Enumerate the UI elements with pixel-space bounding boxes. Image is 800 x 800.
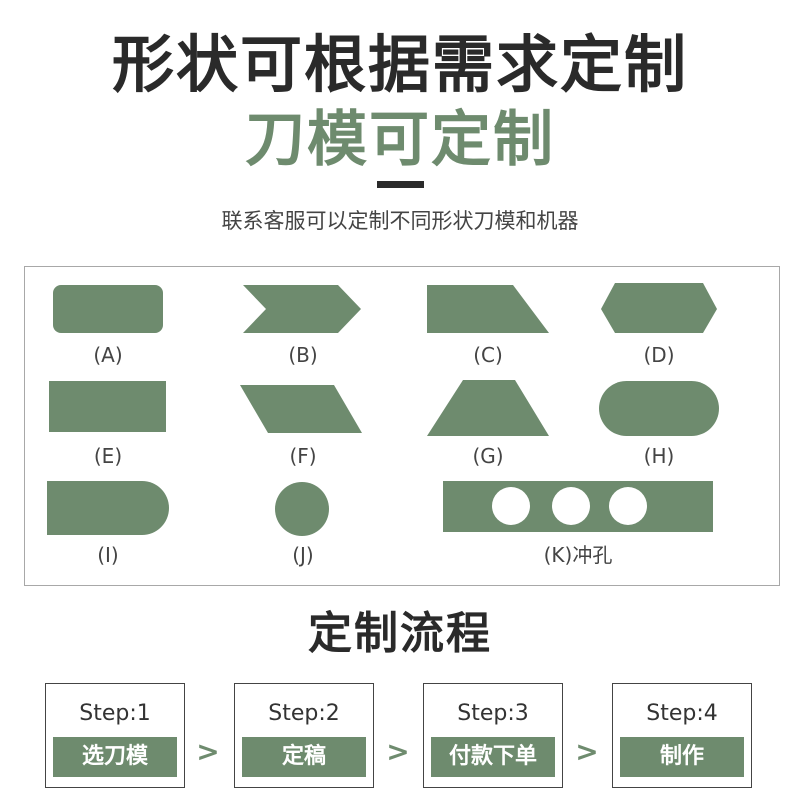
shape-e-rectangle (49, 381, 166, 432)
shape-j-circle (275, 482, 329, 536)
step-number: Step:2 (268, 701, 340, 726)
shape-c-trapezoid (427, 285, 549, 333)
shape-b-label: (B) (288, 343, 318, 367)
shape-a-rounded-rect (53, 285, 163, 333)
step-label-produce: 制作 (620, 737, 744, 777)
shape-e-label: (E) (93, 444, 123, 468)
subtitle-text: 联系客服可以定制不同形状刀模和机器 (221, 209, 579, 233)
shape-d-label: (D) (643, 343, 675, 367)
process-title: 定制流程 (308, 608, 492, 659)
shape-b-chevron (243, 285, 361, 333)
step-card-1: Step:1 选刀模 (45, 683, 185, 788)
shape-g-label: (G) (472, 444, 504, 468)
step-label-pay-order: 付款下单 (431, 737, 555, 777)
punch-hole-2 (552, 487, 590, 525)
shape-k-punched-plate (443, 481, 713, 532)
step-card-3: Step:3 付款下单 (423, 683, 563, 788)
chevron-right-icon: > (386, 735, 410, 768)
punch-hole-3 (609, 487, 647, 525)
step-number: Step:3 (457, 701, 529, 726)
punch-hole-1 (492, 487, 530, 525)
shape-j-label: (J) (292, 543, 314, 567)
step-card-2: Step:2 定稿 (234, 683, 374, 788)
headline-secondary: 刀模可定制 (245, 105, 555, 175)
step-card-4: Step:4 制作 (612, 683, 752, 788)
shape-i-label: (I) (97, 543, 119, 567)
shape-k-label: (K)冲孔 (543, 543, 613, 567)
shape-c-label: (C) (473, 343, 503, 367)
step-number: Step:1 (79, 701, 151, 726)
chevron-right-icon: > (196, 735, 220, 768)
shape-options-panel: (A) (B) (C) (D) (E) (F) (G) (H) (I) (J) (24, 266, 780, 586)
shape-d-hexagon (601, 283, 717, 333)
shape-f-label: (F) (289, 444, 317, 468)
chevron-right-icon: > (575, 735, 599, 768)
shape-h-stadium (599, 381, 719, 436)
step-label-select-die: 选刀模 (53, 737, 177, 777)
step-number: Step:4 (646, 701, 718, 726)
shape-i-half-stadium (47, 481, 169, 535)
shape-h-label: (H) (643, 444, 675, 468)
shape-g-trapezoid (427, 380, 549, 436)
step-label-finalize: 定稿 (242, 737, 366, 777)
shape-f-parallelogram (240, 385, 362, 433)
title-divider (377, 181, 424, 188)
shape-a-label: (A) (93, 343, 123, 367)
headline-primary: 形状可根据需求定制 (111, 28, 688, 101)
